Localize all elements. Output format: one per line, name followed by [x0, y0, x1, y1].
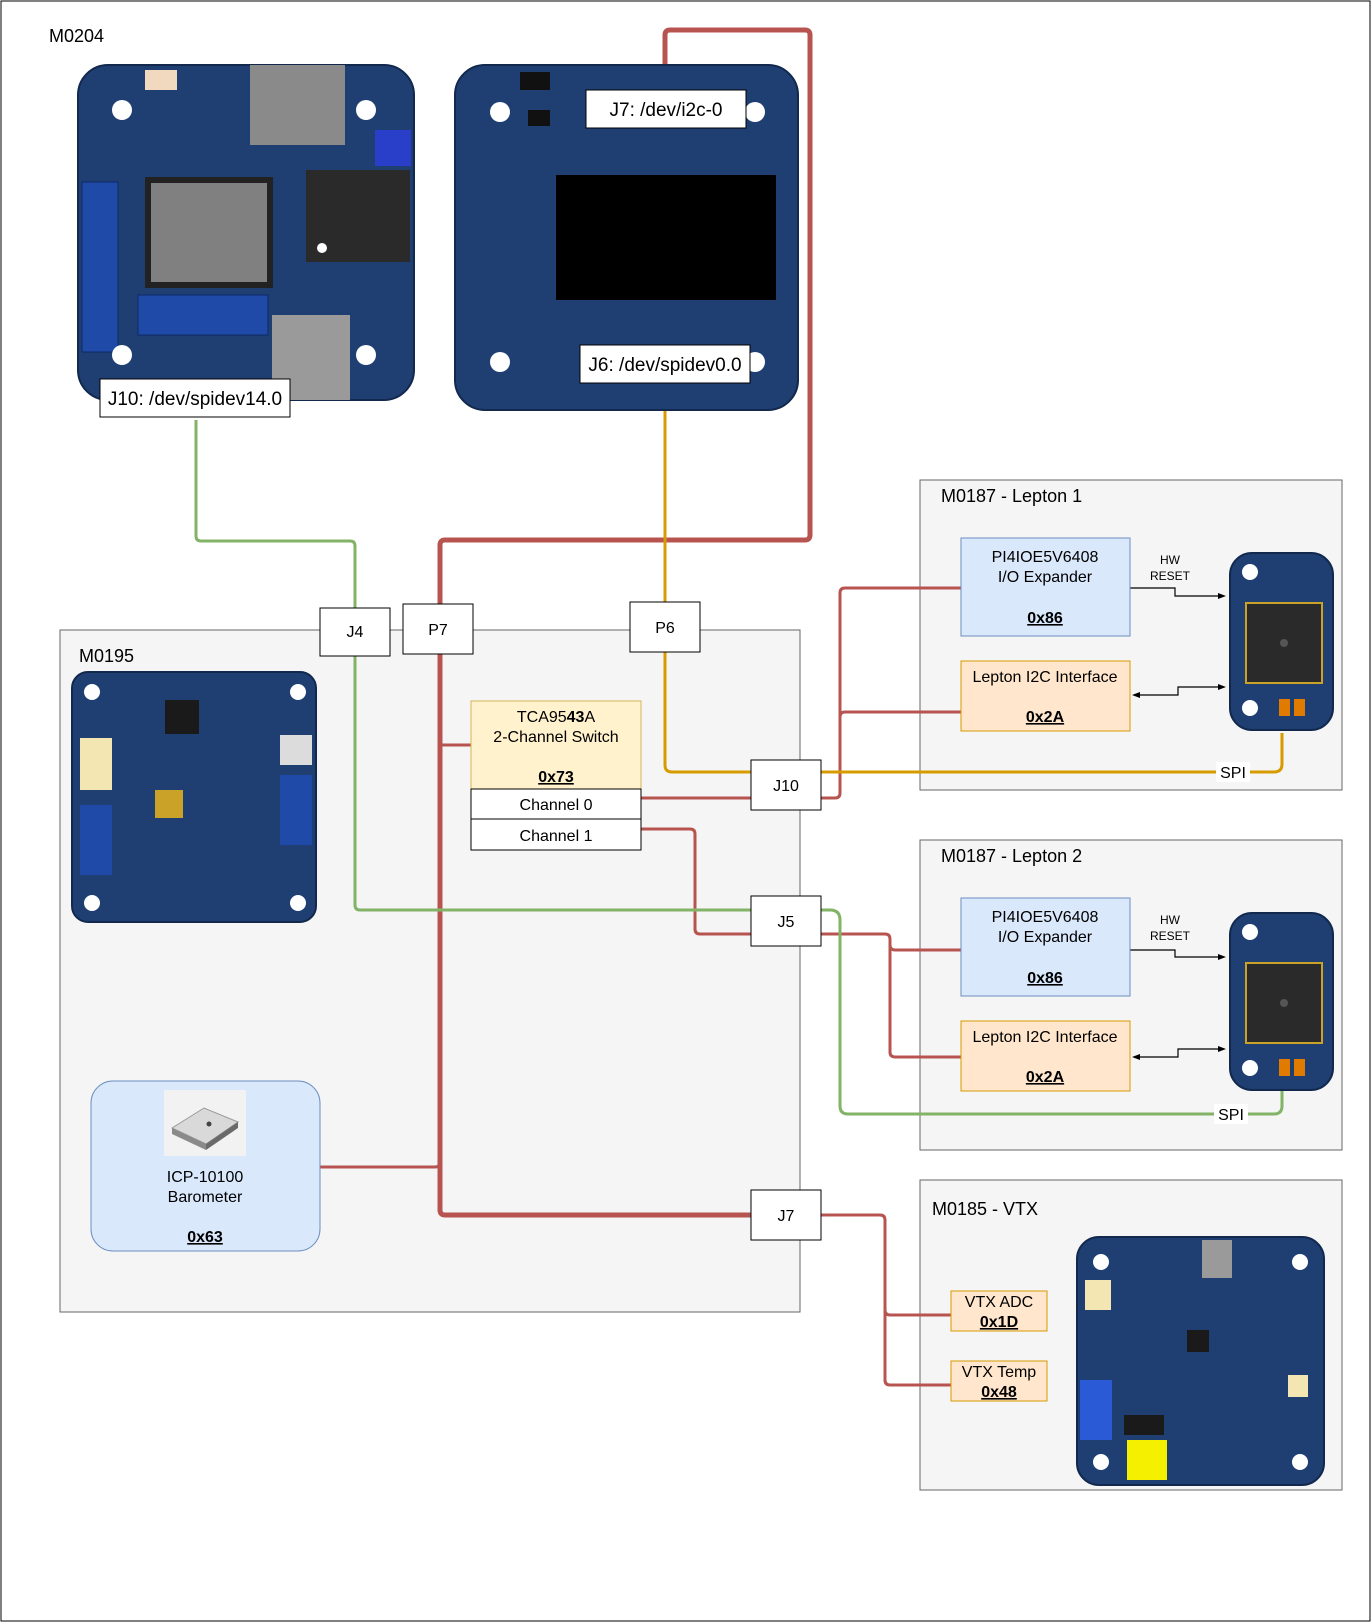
switch-ch1-box	[470, 818, 642, 851]
lepton1-i2c-wire	[838, 710, 961, 718]
p7-connector-box	[402, 603, 474, 655]
lepton1-i2c-arrow	[1136, 686, 1222, 696]
lepton1-i2c-arrowhead-r	[1218, 684, 1226, 690]
m0204-j7-label: J7: /dev/i2c-0	[610, 100, 723, 121]
lepton1-i2c-addr: 0x2A	[1026, 709, 1065, 726]
barometer-desc: Barometer	[168, 1189, 243, 1206]
lepton1-i2c-box	[960, 660, 1131, 732]
lepton1-expander-name: PI4IOE5V6408	[992, 549, 1099, 566]
lepton1-reset-arrow	[1130, 587, 1222, 597]
switch-ch1: Channel 1	[520, 828, 593, 845]
switch-name-post: A	[584, 709, 595, 726]
vtx-board-image	[1076, 1236, 1325, 1486]
lepton1-i2c-arrowhead-l	[1132, 692, 1140, 698]
lepton1-spi-label-bg	[1216, 762, 1250, 782]
switch-ch0-box	[470, 788, 642, 820]
m0195-board-image	[71, 671, 317, 923]
p7-connector-label: P7	[428, 622, 448, 639]
lepton1-title: M0187 - Lepton 1	[941, 486, 1082, 506]
vtx-adc-name: VTX ADC	[965, 1294, 1033, 1311]
j4-connector-label: J4	[347, 624, 364, 641]
vtx-adc-box	[950, 1290, 1048, 1332]
lepton2-expander-wire	[821, 932, 961, 952]
switch-addr: 0x73	[538, 769, 574, 786]
lepton2-i2c-name: Lepton I2C Interface	[973, 1029, 1118, 1046]
i2c-baro-wire	[320, 1161, 442, 1169]
switch-desc: 2-Channel Switch	[493, 729, 618, 746]
lepton2-reset-label-2: RESET	[1150, 929, 1191, 943]
j10-connector-box	[750, 759, 822, 811]
lepton2-i2c-wire	[888, 945, 961, 1059]
lepton2-i2c-addr: 0x2A	[1026, 1069, 1065, 1086]
lepton2-i2c-box	[960, 1020, 1131, 1092]
lepton2-expander-addr: 0x86	[1027, 970, 1063, 987]
lepton2-expander-name: PI4IOE5V6408	[992, 909, 1099, 926]
spi14-wire	[194, 420, 1284, 1116]
j4-connector-box	[319, 607, 391, 657]
j7-connector-box	[750, 1189, 822, 1241]
lepton1-i2c-name: Lepton I2C Interface	[973, 669, 1118, 686]
m0204-title: M0204	[49, 26, 104, 46]
lepton1-expander-box	[960, 537, 1131, 637]
lepton1-reset-label-1: HW	[1160, 553, 1181, 567]
lepton2-i2c-arrow	[1136, 1048, 1222, 1058]
switch-name-pre: TCA95	[517, 709, 567, 726]
lepton2-i2c-arrowhead-l	[1132, 1054, 1140, 1060]
switch-name-bold: 43	[567, 709, 585, 726]
p6-connector-label: P6	[655, 620, 675, 637]
lepton1-expander-wire	[821, 586, 961, 800]
m0204-j6-label-box	[579, 344, 751, 384]
m0204-j10-label: J10: /dev/spidev14.0	[108, 389, 282, 410]
m0204-board-left	[77, 64, 415, 401]
vtx-temp-box	[950, 1360, 1048, 1402]
lepton2-expander-box	[960, 897, 1131, 997]
lepton1-spi-label: SPI	[1220, 765, 1246, 782]
lepton1-reset-arrowhead	[1218, 593, 1226, 599]
m0195-title: M0195	[79, 646, 134, 666]
lepton2-title: M0187 - Lepton 2	[941, 846, 1082, 866]
i2c-trunk-wire	[437, 27, 813, 1218]
lepton2-expander-desc: I/O Expander	[998, 929, 1093, 946]
ch1-wire	[641, 827, 751, 936]
barometer-box	[90, 1080, 321, 1252]
lepton1-expander-desc: I/O Expander	[998, 569, 1093, 586]
lepton1-reset-label-2: RESET	[1150, 569, 1191, 583]
m0204-j7-label-box	[585, 89, 747, 129]
m0204-board-right	[454, 64, 799, 411]
lepton2-reset-arrowhead	[1218, 954, 1226, 960]
lepton2-reset-label-1: HW	[1160, 913, 1181, 927]
lepton1-board-image	[1229, 552, 1334, 731]
vtx-adc-addr: 0x1D	[980, 1314, 1018, 1331]
lepton2-i2c-arrowhead-r	[1218, 1046, 1226, 1052]
barometer-chip-image	[164, 1090, 246, 1156]
lepton2-spi-label-bg	[1214, 1104, 1248, 1124]
spi0-wire-to-j10	[663, 410, 751, 774]
m0204-j10-label-box	[99, 378, 291, 418]
j10-connector-label: J10	[773, 778, 799, 795]
vtx-title: M0185 - VTX	[932, 1199, 1038, 1219]
j5-connector-box	[750, 895, 822, 947]
lepton2-board-image	[1229, 912, 1334, 1091]
lepton2-reset-arrow	[1130, 949, 1222, 958]
vtx-temp-name: VTX Temp	[962, 1364, 1037, 1381]
j5-connector-label: J5	[778, 914, 795, 931]
m0204-j6-label: J6: /dev/spidev0.0	[588, 355, 741, 376]
spi0-wire-to-lepton1	[821, 733, 1284, 774]
j7-connector-label: J7	[778, 1208, 795, 1225]
barometer-name: ICP-10100	[167, 1169, 244, 1186]
vtx-temp-addr: 0x48	[981, 1384, 1017, 1401]
lepton2-spi-label: SPI	[1218, 1107, 1244, 1124]
switch-ch0: Channel 0	[520, 797, 593, 814]
barometer-addr: 0x63	[187, 1229, 223, 1246]
vtx-adc-wire	[883, 1309, 951, 1317]
switch-name: TCA9543A	[517, 709, 596, 726]
p6-connector-box	[629, 601, 701, 653]
lepton1-expander-addr: 0x86	[1027, 610, 1063, 627]
vtx-temp-wire	[821, 1213, 951, 1387]
